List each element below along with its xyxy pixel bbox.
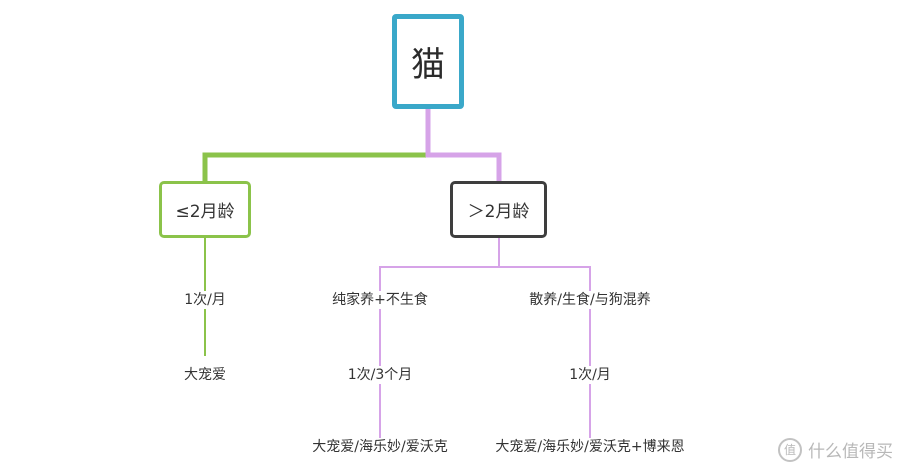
branch-outdoor-label: 散养/生食/与狗混养 — [527, 291, 653, 309]
young-frequency-label: 1次/月 — [182, 291, 228, 309]
branch-outdoor-frequency: 1次/月 — [567, 366, 613, 384]
age-under-2-label: ≤2月龄 — [175, 202, 235, 222]
watermark: 值 什么值得买 — [778, 437, 893, 462]
root-node-cat: 猫 — [392, 14, 464, 109]
branch-indoor-frequency: 1次/3个月 — [345, 366, 415, 384]
root-label: 猫 — [411, 45, 445, 85]
young-product-label: 大宠爱 — [182, 366, 228, 384]
node-age-over-2-months: ＞2月龄 — [450, 181, 547, 238]
age-over-2-label: ＞2月龄 — [467, 202, 530, 222]
branch-outdoor-product: 大宠爱/海乐妙/爱沃克+博来恩 — [493, 438, 687, 456]
node-age-under-2-months: ≤2月龄 — [159, 181, 251, 238]
zhi-icon: 值 — [778, 437, 802, 462]
watermark-text: 什么值得买 — [808, 442, 893, 462]
branch-indoor-product: 大宠爱/海乐妙/爱沃克 — [310, 438, 450, 456]
branch-indoor-label: 纯家养+不生食 — [330, 291, 430, 309]
